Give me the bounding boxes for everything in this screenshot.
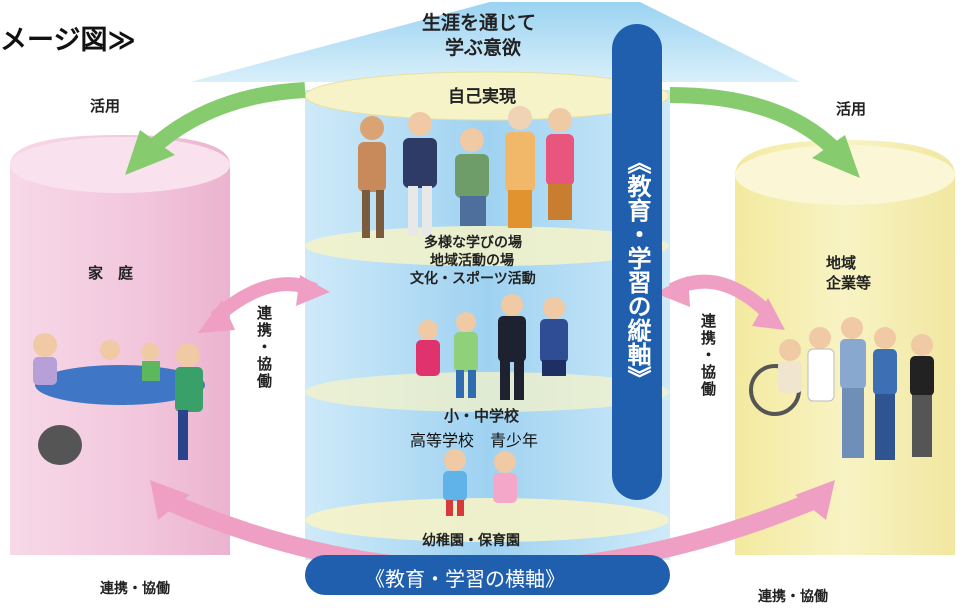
level-high-school-youth: 高等学校 青少年 <box>410 431 539 450</box>
green-arrow-left <box>144 82 306 156</box>
level-culture-sports: 文化・スポーツ活動 <box>410 271 536 287</box>
level-self-actualization: 自己実現 <box>448 87 516 107</box>
level-community-activities: 地域活動の場 <box>430 253 514 269</box>
bottom-right-connection-label: 連携・協働 <box>758 589 828 605</box>
level-elementary-junior-high: 小・中学校 <box>444 407 520 425</box>
community-label-line1: 地域 <box>826 254 857 272</box>
disc-mid <box>305 226 669 266</box>
disc-bottom <box>305 498 669 542</box>
figures-kids <box>443 449 517 516</box>
vertical-axis-bar <box>612 24 662 500</box>
horizontal-axis-label: 《教育・学習の横軸》 <box>365 567 565 591</box>
right-mid-connection-label: 連携・協働 <box>699 313 717 398</box>
community-label-line2: 企業等 <box>826 274 872 292</box>
disc-school <box>305 372 669 412</box>
figures-workers <box>749 317 934 460</box>
level-kindergarten-nursery: 幼稚園・保育園 <box>422 533 520 549</box>
home-label: 家 庭 <box>88 264 134 282</box>
top-arrow-label-line2: 学ぶ意欲 <box>445 37 522 59</box>
horizontal-axis-bar <box>305 555 670 595</box>
left-mid-connection-label: 連携・協働 <box>255 305 273 390</box>
right-utilize-label: 活用 <box>836 100 867 118</box>
figures-students <box>416 294 568 400</box>
figures-adults <box>358 106 574 238</box>
vertical-axis-label: 《教育・学習の縦軸》 <box>623 150 651 390</box>
green-arrow-right <box>669 87 841 156</box>
figures-family <box>33 333 205 465</box>
page-title-fragment: メージ図≫ <box>0 25 136 56</box>
level-diverse-learning: 多様な学びの場 <box>424 235 522 251</box>
center-column <box>305 90 670 560</box>
bottom-left-connection-label: 連携・協働 <box>100 581 170 597</box>
left-utilize-label: 活用 <box>90 97 121 115</box>
top-arrow-label-line1: 生涯を通じて <box>422 12 537 34</box>
